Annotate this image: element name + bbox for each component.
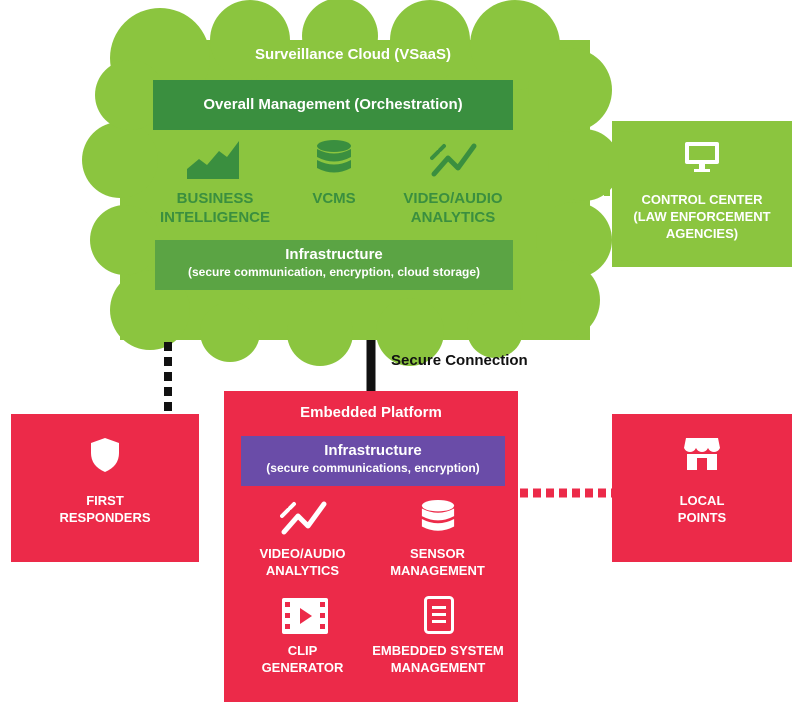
local-points-box: LOCAL POINTS: [612, 414, 792, 562]
orchestration-bar: Overall Management (Orchestration): [153, 80, 513, 130]
label-line: MANAGEMENT: [390, 660, 486, 675]
film-play-icon: [282, 598, 328, 634]
label-line: (LAW ENFORCEMENT: [633, 209, 771, 224]
embedded-analytics-label: VIDEO/AUDIO ANALYTICS: [240, 545, 365, 579]
cloud-analytics-label: VIDEO/AUDIO ANALYTICS: [388, 189, 518, 227]
label-line: SENSOR: [410, 546, 465, 561]
embedded-infrastructure-bar: Infrastructure (secure communications, e…: [241, 436, 505, 486]
monitor-icon: [685, 142, 719, 172]
label-line: GENERATOR: [261, 660, 344, 675]
shield-icon: [91, 438, 119, 472]
embedded-platform-title: Embedded Platform: [300, 404, 442, 421]
database-icon: [317, 140, 351, 173]
embedded-system-management-label: EMBEDDED SYSTEM MANAGEMENT: [362, 642, 514, 676]
embedded-infrastructure-title: Infrastructure: [324, 442, 422, 459]
vcms-label: VCMS: [312, 190, 356, 207]
label-line: AGENCIES): [665, 226, 739, 241]
cloud-infrastructure-title: Infrastructure: [285, 246, 383, 263]
label-line: MANAGEMENT: [390, 563, 485, 578]
label-line: FIRST: [86, 493, 124, 508]
label-line: INTELLIGENCE: [159, 209, 270, 226]
orchestration-label: Overall Management (Orchestration): [203, 96, 463, 113]
business-intelligence-label: BUSINESS INTELLIGENCE: [150, 189, 280, 227]
control-center-label: CONTROL CENTER (LAW ENFORCEMENT AGENCIES…: [612, 191, 792, 242]
label-line: VIDEO/AUDIO: [403, 190, 503, 207]
store-icon: [684, 438, 720, 470]
document-icon: [424, 596, 454, 634]
label-line: ANALYTICS: [410, 209, 496, 226]
label-line: BUSINESS: [176, 190, 254, 207]
control-center-box: CONTROL CENTER (LAW ENFORCEMENT AGENCIES…: [612, 121, 792, 267]
sensor-management-label: SENSOR MANAGEMENT: [375, 545, 500, 579]
database-icon: [421, 500, 455, 531]
label-line: CLIP: [287, 643, 318, 658]
analytics-line-icon: [280, 501, 327, 535]
area-chart-icon: [187, 141, 239, 179]
label-line: POINTS: [677, 510, 727, 525]
clip-generator-label: CLIP GENERATOR: [240, 642, 365, 676]
label-line: CONTROL CENTER: [641, 192, 763, 207]
cloud-infrastructure-subtitle: (secure communication, encryption, cloud…: [187, 265, 481, 279]
secure-connection-label: Secure Connection: [391, 352, 528, 369]
label-line: RESPONDERS: [59, 510, 151, 525]
embedded-infrastructure-subtitle: (secure communications, encryption): [266, 461, 480, 475]
local-points-label: LOCAL POINTS: [612, 492, 792, 526]
label-line: EMBEDDED SYSTEM: [372, 643, 504, 658]
label-line: LOCAL: [679, 493, 725, 508]
label-line: VIDEO/AUDIO: [259, 546, 346, 561]
cloud-infrastructure-bar: Infrastructure (secure communication, en…: [155, 240, 513, 290]
first-responders-box: FIRST RESPONDERS: [11, 414, 199, 562]
first-responders-label: FIRST RESPONDERS: [11, 492, 199, 526]
label-line: ANALYTICS: [265, 563, 340, 578]
cloud-title: Surveillance Cloud (VSaaS): [255, 46, 451, 63]
analytics-line-icon: [430, 143, 477, 177]
